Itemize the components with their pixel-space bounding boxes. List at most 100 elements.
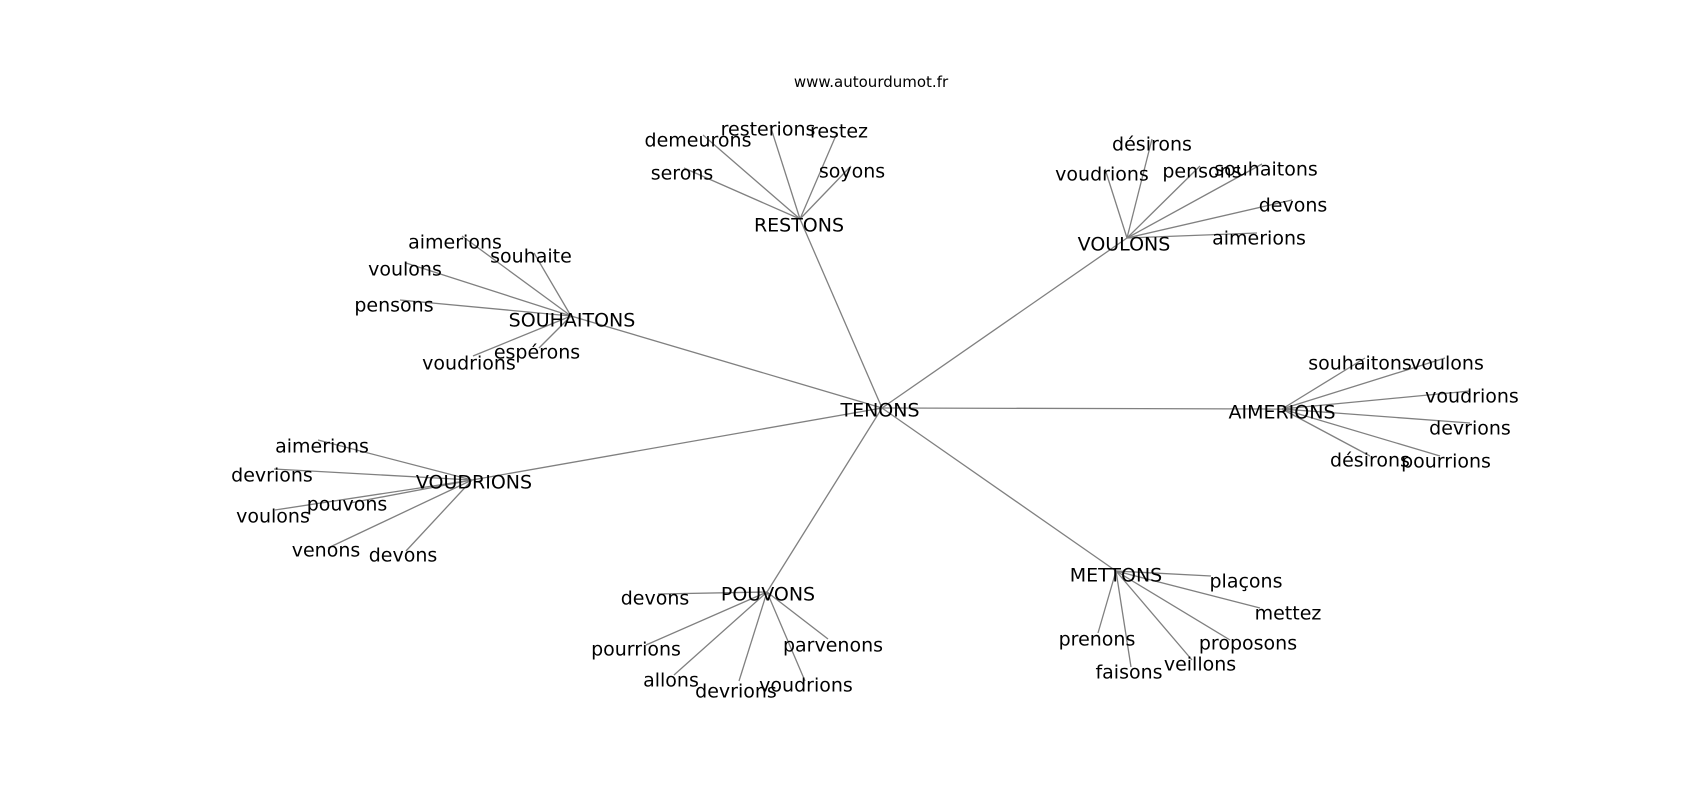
word-node-aimerions[interactable]: aimerions [408, 232, 502, 254]
word-node-devons[interactable]: devons [621, 588, 690, 610]
edge-mettons-prenons [1097, 570, 1117, 634]
edge-pouvons-pourrions [645, 591, 768, 646]
edge-voulons-voudrions [1104, 168, 1128, 239]
word-node-pensons[interactable]: pensons [1162, 161, 1241, 183]
edge-voulons-aimerions [1126, 232, 1258, 239]
edge-aimerions-pourrions [1281, 408, 1441, 457]
word-node-devrions[interactable]: devrions [695, 681, 777, 703]
word-node-demeurons[interactable]: demeurons [645, 130, 752, 152]
edge-pouvons-allons [673, 591, 768, 676]
word-node-devrions[interactable]: devrions [1429, 418, 1511, 440]
edge-tenons-aimerions [881, 407, 1283, 410]
word-node-desirons[interactable]: désirons [1112, 134, 1192, 156]
edge-tenons-mettons [881, 407, 1117, 572]
edge-souhaitons-souhaite [533, 252, 572, 317]
word-node-voudrions[interactable]: voudrions [1425, 386, 1519, 408]
edge-mettons-mettez [1115, 570, 1261, 609]
edge-voulons-pensons [1126, 165, 1201, 239]
word-node-resterions[interactable]: resterions [721, 119, 816, 141]
word-node-devons[interactable]: devons [1259, 195, 1328, 217]
hub-node-pouvons[interactable]: POUVONS [721, 584, 815, 606]
edge-aimerions-voudrions [1281, 390, 1471, 410]
watermark-text: www.autourdumot.fr [794, 73, 949, 91]
edge-tenons-pouvons [766, 407, 883, 593]
hub-node-restons[interactable]: RESTONS [754, 215, 844, 237]
hub-node-voudrions[interactable]: VOUDRIONS [416, 472, 532, 494]
word-node-pouvons[interactable]: pouvons [307, 494, 388, 516]
word-node-voudrions[interactable]: voudrions [1055, 164, 1149, 186]
edge-voudrions-pouvons [349, 479, 473, 504]
edge-voudrions-aimerions [317, 439, 473, 481]
word-node-venons[interactable]: venons [292, 540, 361, 562]
edge-aimerions-desirons [1281, 408, 1371, 457]
hub-node-souhaitons[interactable]: SOUHAITONS [509, 310, 636, 332]
edge-pouvons-devons [657, 591, 768, 595]
edge-souhaitons-aimerions [461, 235, 572, 317]
word-node-parvenons[interactable]: parvenons [783, 635, 883, 657]
edge-restons-soyons [799, 165, 852, 220]
word-node-mettez[interactable]: mettez [1255, 603, 1322, 625]
word-node-voulons[interactable]: voulons [1410, 353, 1484, 375]
word-node-allons[interactable]: allons [643, 670, 699, 692]
edge-tenons-voudrions [471, 407, 883, 481]
word-node-souhaitons[interactable]: souhaitons [1214, 159, 1318, 181]
hub-node-mettons[interactable]: METTONS [1070, 565, 1163, 587]
word-node-soyons[interactable]: soyons [819, 161, 885, 183]
edge-voulons-devons [1126, 199, 1293, 239]
word-node-souhaite[interactable]: souhaite [490, 246, 572, 268]
edge-tenons-voulons [881, 237, 1128, 409]
edge-souhaitons-esperons [538, 315, 572, 349]
edge-voudrions-devrions [273, 468, 473, 481]
word-node-voudrions[interactable]: voudrions [422, 353, 516, 375]
center-node-tenons[interactable]: TENONS [839, 400, 919, 422]
edge-aimerions-voulons [1281, 357, 1446, 410]
edge-mettons-placons [1115, 570, 1212, 577]
edge-mettons-proposons [1115, 570, 1231, 641]
word-node-devrions[interactable]: devrions [231, 465, 313, 487]
edge-souhaitons-voudrions [472, 315, 572, 357]
word-node-voulons[interactable]: voulons [236, 506, 310, 528]
word-node-desirons[interactable]: désirons [1330, 450, 1410, 472]
word-node-restez[interactable]: restez [810, 121, 868, 143]
edge-restons-restez [799, 132, 838, 220]
word-node-aimerions[interactable]: aimerions [275, 436, 369, 458]
word-node-pourrions[interactable]: pourrions [1401, 451, 1491, 473]
word-node-prenons[interactable]: prenons [1059, 629, 1136, 651]
word-node-pensons[interactable]: pensons [354, 295, 433, 317]
word-node-voudrions[interactable]: voudrions [759, 675, 853, 697]
edge-voudrions-devons [405, 479, 473, 552]
word-node-faisons[interactable]: faisons [1095, 662, 1162, 684]
word-node-souhaitons[interactable]: souhaitons [1308, 353, 1412, 375]
edge-voulons-desirons [1126, 138, 1153, 239]
edge-mettons-veillons [1115, 570, 1193, 661]
edge-restons-serons [683, 167, 801, 220]
edge-souhaitons-voulons [405, 262, 572, 317]
word-node-pourrions[interactable]: pourrions [591, 639, 681, 661]
edge-tenons-souhaitons [570, 315, 883, 409]
edge-pouvons-devrions [738, 591, 768, 682]
graph-edges [273, 124, 1471, 682]
word-node-esperons[interactable]: espérons [494, 342, 580, 364]
edge-voulons-souhaitons [1126, 163, 1263, 239]
edge-pouvons-parvenons [766, 591, 829, 640]
edge-voudrions-venons [327, 479, 473, 549]
word-node-voulons[interactable]: voulons [368, 259, 442, 281]
word-node-aimerions[interactable]: aimerions [1212, 228, 1306, 250]
hub-node-voulons[interactable]: VOULONS [1078, 234, 1171, 256]
edge-aimerions-souhaitons [1281, 357, 1366, 410]
word-node-proposons[interactable]: proposons [1199, 633, 1297, 655]
edge-souhaitons-pensons [399, 299, 572, 317]
word-node-veillons[interactable]: veillons [1164, 654, 1236, 676]
edge-restons-resterions [769, 124, 801, 220]
edge-restons-demeurons [702, 134, 801, 220]
word-node-placons[interactable]: plaçons [1210, 571, 1283, 593]
edge-tenons-restons [799, 218, 883, 409]
word-node-serons[interactable]: serons [651, 163, 714, 185]
edge-aimerions-devrions [1281, 408, 1471, 424]
hub-node-aimerions[interactable]: AIMERIONS [1228, 402, 1335, 424]
edge-pouvons-voudrions [766, 591, 806, 682]
word-node-devons[interactable]: devons [369, 545, 438, 567]
edge-voudrions-voulons [274, 479, 473, 511]
